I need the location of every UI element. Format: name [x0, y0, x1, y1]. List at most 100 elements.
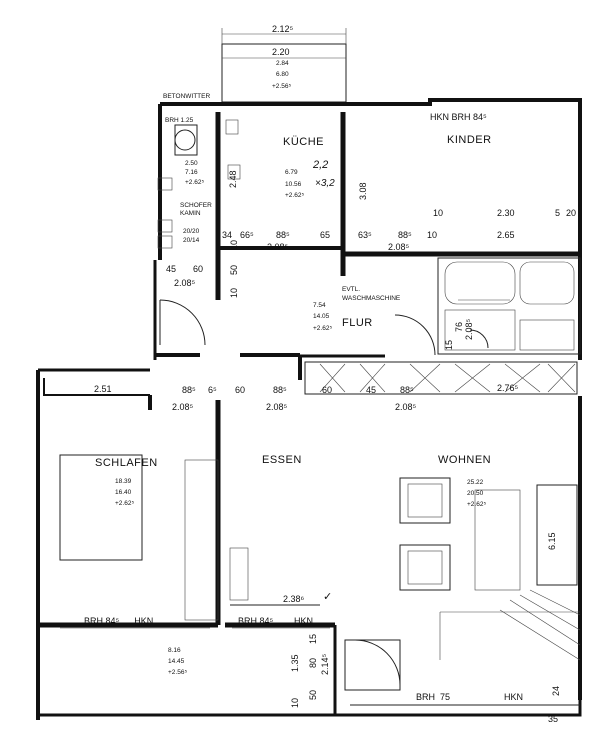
dim-brh-kueche: BRH 1.25	[165, 117, 194, 124]
wardrobe	[59, 454, 143, 561]
dim-35: 35	[548, 714, 558, 724]
dim-24: 24	[551, 686, 561, 696]
area-flur-1: 7.54	[313, 302, 326, 309]
dim-brh-75: BRH 75	[416, 692, 450, 702]
dim-276: 2.76⁵	[497, 383, 519, 393]
dim-2085f: 2.08⁵	[266, 402, 288, 412]
dim-10a: 10	[433, 208, 443, 218]
dim-2386: 2.38⁶	[283, 594, 305, 604]
dim-brh-mid: BRH 84⁵	[238, 616, 274, 626]
doors	[159, 299, 489, 686]
dim-230: 2.30	[497, 208, 515, 218]
room-label-kinder: KINDER	[447, 134, 492, 146]
dim-60c: 60	[322, 385, 332, 395]
dim-885b: 88⁵	[398, 230, 412, 240]
area-balkon-bottom-1: 8.16	[168, 647, 181, 654]
door-arc-bath	[469, 329, 489, 349]
area-wohnen-2: 20.50	[467, 490, 484, 497]
room-label-schlafen: SCHLAFEN	[95, 457, 158, 469]
dim-2085a: 2.08⁵	[267, 242, 289, 252]
walls	[36, 28, 582, 720]
dim-hkn-brh-kinder: HKN BRH 84⁵	[430, 112, 487, 122]
room-label-flur: FLUR	[342, 317, 373, 329]
dim-2085g: 2.08⁵	[395, 402, 417, 412]
dim-top-balcony-outer: 2.12⁵	[272, 24, 294, 34]
dim-hkn-bottom: HKN	[504, 692, 523, 702]
storage-strip	[304, 361, 578, 395]
dim-15: 15	[444, 340, 454, 350]
door-arc-balcony	[354, 639, 401, 686]
dim-45b: 45	[366, 385, 376, 395]
area-balkon-top-2: 6.80	[276, 71, 289, 78]
dim-50b: 50	[308, 690, 318, 700]
dim-kinder-wall: 3.08	[358, 182, 368, 200]
dim-45: 45	[166, 264, 176, 274]
area-wc-2: 7.16	[185, 169, 198, 176]
dim-615: 6.15	[547, 532, 557, 550]
terrace-hatch	[439, 589, 581, 661]
dim-15b: 15	[308, 634, 318, 644]
dim-665: 66⁵	[240, 230, 254, 240]
area-wc-1: 2.50	[185, 160, 198, 167]
dim-hkn: HKN	[294, 616, 313, 626]
area-kueche-1: 6.79	[285, 169, 298, 176]
area-wc-3: +2.62⁵	[185, 179, 204, 186]
dimension-labels: 2.12⁵ 2.20 BRH 1.25 HKN BRH 84⁵ 2.48 3.0…	[84, 24, 576, 724]
note-handwritten-check: ✓	[323, 591, 332, 603]
dim-135: 1.35	[290, 654, 300, 672]
kitchen-fixtures	[157, 119, 241, 249]
dim-10b: 10	[427, 230, 437, 240]
dim-885e: 88⁵	[400, 385, 414, 395]
dim-265: 2.65	[497, 230, 515, 240]
area-balkon-bottom-3: +2.56⁵	[168, 669, 187, 676]
area-schlafen-2: 16.40	[115, 489, 132, 496]
dim-251: 2.51	[94, 384, 112, 394]
area-balkon-top-3: +2.56⁵	[272, 83, 291, 90]
room-labels: KÜCHE KINDER FLUR SCHLAFEN ESSEN WOHNEN	[95, 134, 492, 469]
dim-kueche-height: 2.48	[228, 170, 238, 188]
dim-60b: 60	[235, 385, 245, 395]
dim-20: 20	[566, 208, 576, 218]
dim-brh-hkn-left: BRH 84⁵ HKN	[84, 616, 153, 626]
door-arc-flur-left	[159, 299, 206, 346]
outer-wall-top	[160, 98, 582, 118]
dim-10d: 10	[229, 288, 239, 298]
sofa	[536, 484, 578, 586]
dim-10c: 10	[229, 240, 239, 250]
area-balkon-top-1: 2.84	[276, 60, 289, 67]
dim-885d: 88⁵	[273, 385, 287, 395]
note-handwritten-x: ×3,2	[315, 178, 335, 189]
dim-65b: 6⁵	[208, 385, 217, 395]
dim-2085d: 2.08⁵	[464, 318, 474, 340]
note-handwritten-22: 2,2	[312, 159, 328, 171]
dim-10e: 10	[290, 698, 300, 708]
area-balkon-bottom-2: 14.45	[168, 658, 185, 665]
area-kamin-2: 20/14	[183, 237, 200, 244]
room-label-wohnen: WOHNEN	[438, 454, 491, 466]
door-arc-wc	[394, 314, 436, 356]
dim-65: 65	[320, 230, 330, 240]
note-evtl: EVTL.	[342, 286, 360, 293]
dim-34: 34	[222, 230, 232, 240]
dim-5: 5	[555, 208, 560, 218]
area-wohnen-3: +2.62⁵	[467, 501, 486, 508]
note-kamin: KAMIN	[180, 210, 201, 217]
room-label-kueche: KÜCHE	[283, 136, 324, 148]
bath-block	[437, 257, 581, 355]
note-betonwitter: BETONWITTER	[163, 93, 210, 100]
dim-885c: 88⁵	[182, 385, 196, 395]
dim-2085c: 2.08⁵	[174, 278, 196, 288]
room-label-essen: ESSEN	[262, 454, 302, 466]
dim-top-balcony-inner: 2.20	[272, 47, 290, 57]
area-figures: 6.79 10.56 +2.62⁵ 2.50 7.16 +2.62⁵ 20/20…	[115, 60, 486, 676]
notes: EVTL. WASCHMASCHINE SCHOFER KAMIN BETONW…	[163, 93, 401, 603]
area-schlafen-1: 18.39	[115, 478, 132, 485]
dim-2085e: 2.08⁵	[172, 402, 194, 412]
note-schofer: SCHOFER	[180, 202, 212, 209]
dim-80: 80	[308, 658, 318, 668]
note-waschmaschine: WASCHMASCHINE	[342, 295, 401, 302]
dim-635: 63⁵	[358, 230, 372, 240]
area-wohnen-1: 25.22	[467, 479, 484, 486]
area-kueche-2: 10.56	[285, 181, 302, 188]
